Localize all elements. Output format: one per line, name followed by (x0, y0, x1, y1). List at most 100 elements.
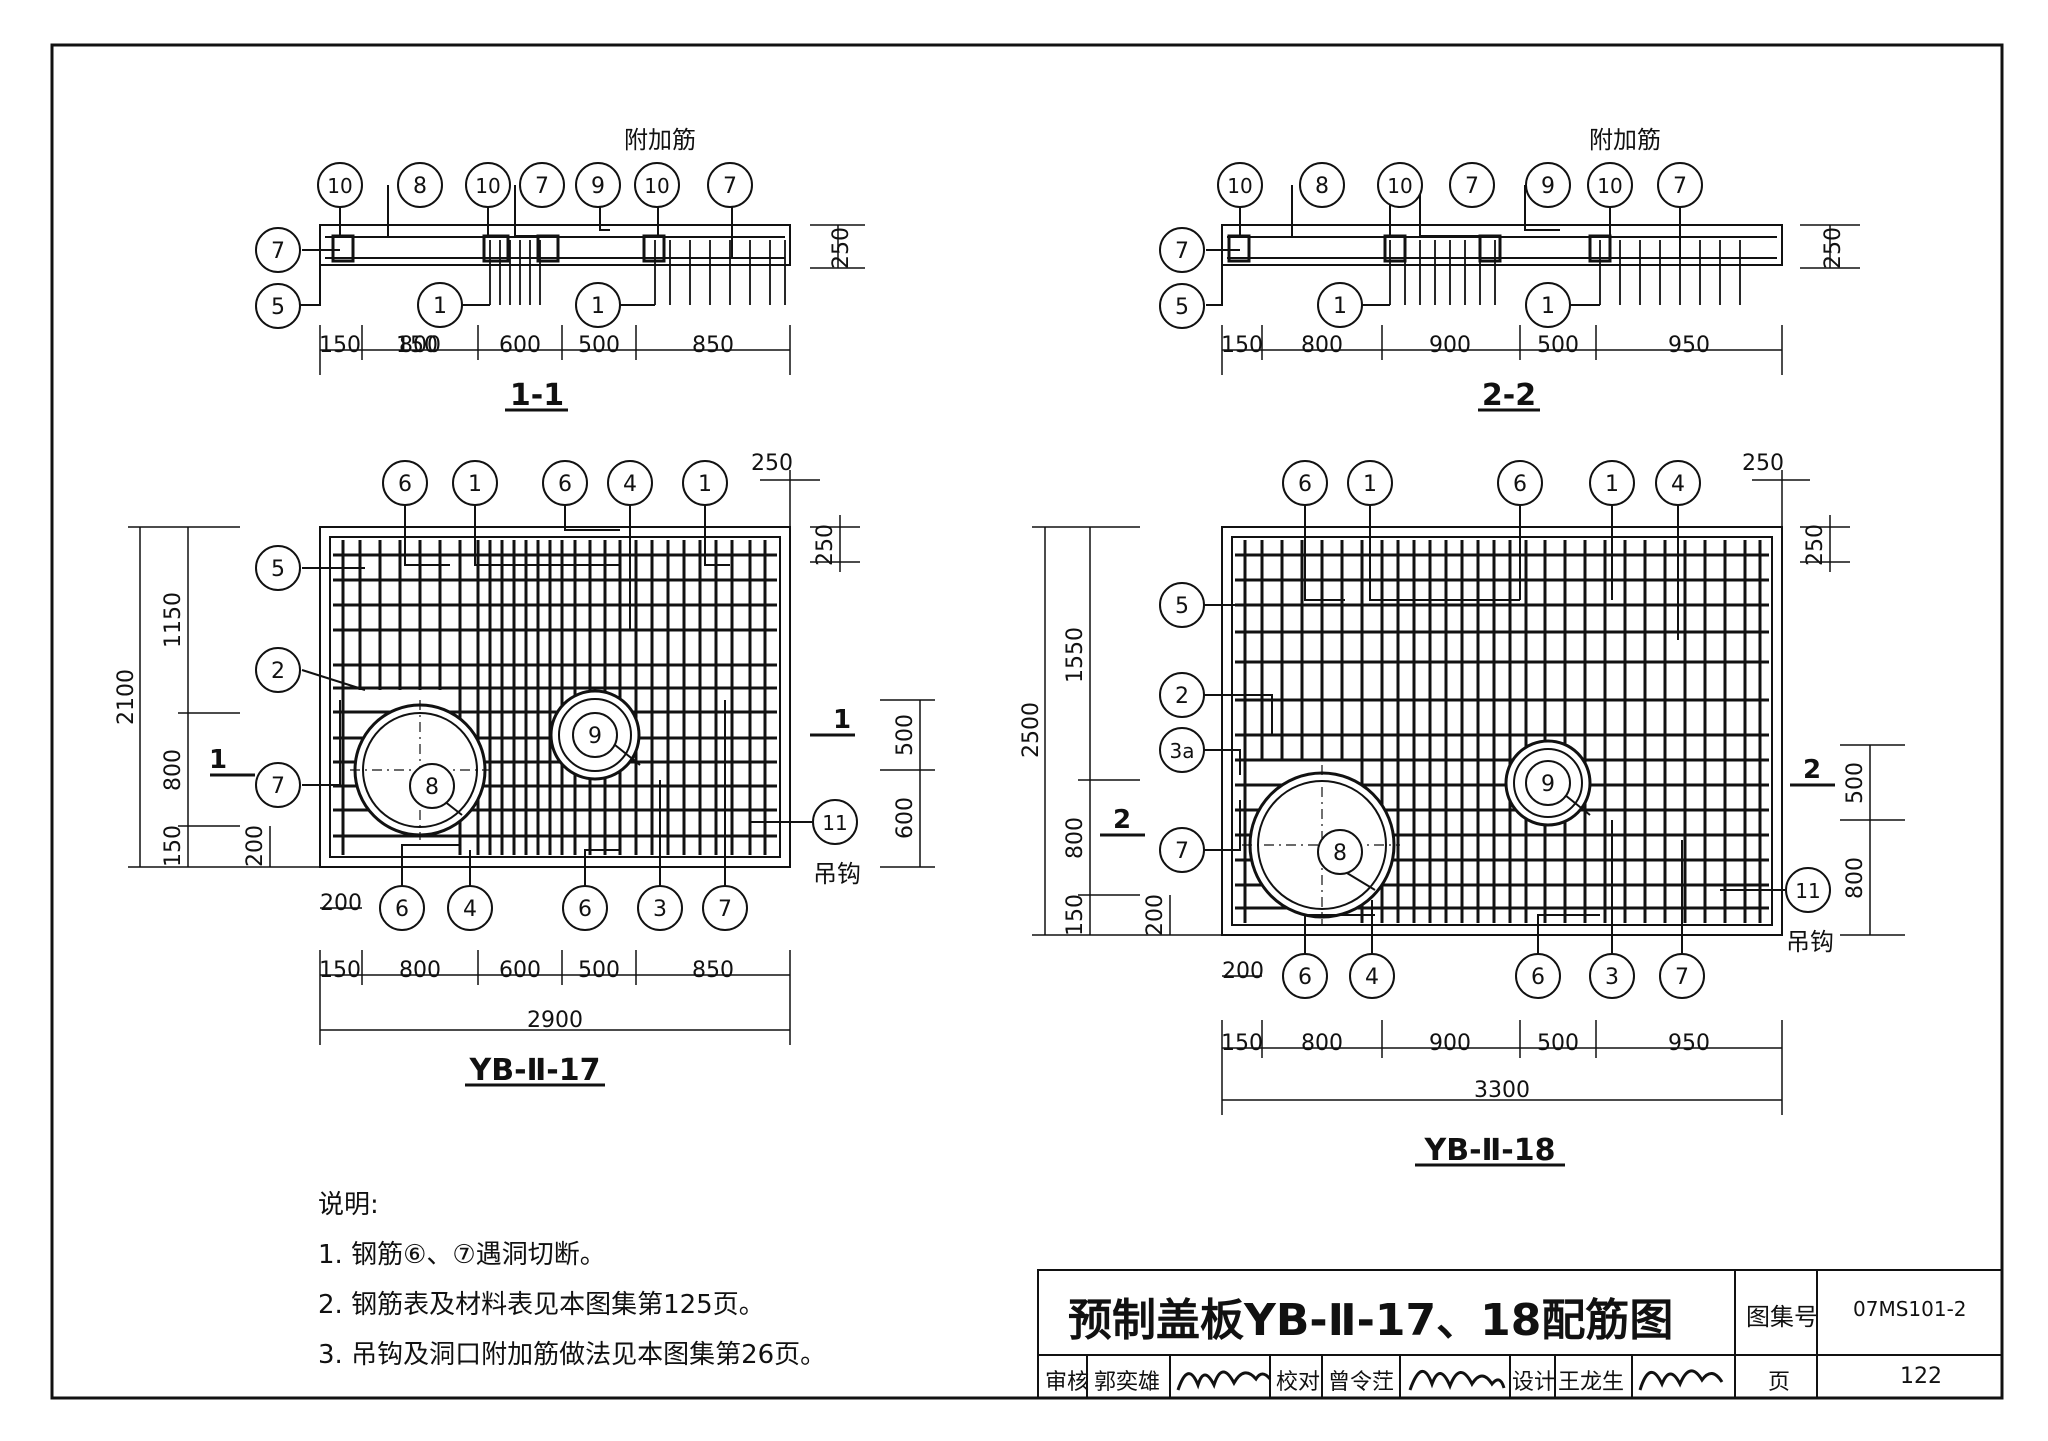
dim-right: 500 (893, 714, 918, 756)
callout-label: 5 (1175, 594, 1189, 619)
callout-circle (1347, 460, 1393, 506)
callout-label: 6 (558, 472, 572, 497)
section-label-2-2: 2-2 (1482, 378, 1536, 413)
callout-label: 10 (327, 174, 352, 198)
callout-label: 7 (271, 774, 285, 799)
dim: 800 (1301, 333, 1343, 358)
plan-label-18: YB-Ⅱ-18 (1423, 1133, 1555, 1168)
signature-reviewer (1176, 1370, 1272, 1391)
callout-label: 5 (271, 557, 285, 582)
callout-label: 1 (698, 472, 712, 497)
drawing-frame (50, 43, 2004, 1400)
callout-circle (1515, 953, 1561, 999)
note-item: 3. 吊钩及洞口附加筋做法见本图集第26页。 (318, 1340, 827, 1370)
callout-circle (1589, 460, 1635, 506)
review-label: 审核 (1045, 1370, 1090, 1395)
callout-label: 4 (1365, 965, 1379, 990)
dim-left: 200 (1143, 894, 1168, 936)
callout-circle (1785, 867, 1831, 913)
dim-left-total: 2100 (114, 669, 139, 725)
callout-label: 5 (271, 295, 285, 320)
callout-label: 4 (623, 472, 637, 497)
callout-label: 2 (1175, 684, 1189, 709)
callout-label: 9 (1541, 174, 1555, 199)
check-label: 校对 (1276, 1370, 1321, 1395)
callout-label: 1 (1605, 472, 1619, 497)
note-item: 1. 钢筋⑥、⑦遇洞切断。 (318, 1240, 606, 1270)
dim-height: 250 (1821, 227, 1846, 269)
callout-circle (409, 763, 455, 809)
callout-label: 6 (398, 472, 412, 497)
dim-left: 150 (1063, 894, 1088, 936)
callout-label: 4 (463, 897, 477, 922)
callout-label: 6 (1531, 965, 1545, 990)
callout-label: 7 (1465, 174, 1479, 199)
notes-heading: 说明: (318, 1190, 379, 1220)
atlas-number: 07MS101-2 (1853, 1297, 1967, 1321)
callout-circle (255, 545, 301, 591)
callout-circle (1299, 162, 1345, 208)
dim-small: 200 (320, 891, 362, 916)
dim: 150 (319, 333, 361, 358)
dim: 800 (399, 333, 441, 358)
dim-height: 250 (829, 227, 854, 269)
callout-label: 7 (1675, 965, 1689, 990)
callout-label: 10 (1227, 174, 1252, 198)
callout-label: 8 (1333, 841, 1347, 866)
callout-circle (1217, 162, 1263, 208)
callout-circle (1159, 283, 1205, 329)
callout-circle (255, 227, 301, 273)
notes: 说明: 1. 钢筋⑥、⑦遇洞切断。 2. 钢筋表及材料表见本图集第125页。 3… (318, 1180, 826, 1380)
signature-checker (1408, 1370, 1506, 1391)
callout-label: 10 (475, 174, 500, 198)
plan-yb-ii-18 (1032, 470, 1905, 1167)
dim: 500 (578, 333, 620, 358)
dim: 150 (319, 958, 361, 983)
callout-circle (707, 162, 753, 208)
callout-circle (812, 799, 858, 845)
callout-circle (1282, 953, 1328, 999)
callout-circle (1587, 162, 1633, 208)
callout-circle (255, 762, 301, 808)
callout-circle (255, 647, 301, 693)
callout-circle (382, 460, 428, 506)
section-mark: 1 (833, 705, 851, 735)
atlas-label: 图集号 (1746, 1303, 1818, 1331)
callout-circle (1497, 460, 1543, 506)
dim-small: 200 (1222, 959, 1264, 984)
dim-150: 150 (396, 333, 438, 358)
callout-label: 8 (413, 174, 427, 199)
dim-left-total: 2500 (1019, 702, 1044, 758)
callout-label: 7 (1175, 839, 1189, 864)
callout-circle (607, 460, 653, 506)
dim-right: 800 (1843, 857, 1868, 899)
callout-label: 4 (1671, 472, 1685, 497)
callout-circle (682, 460, 728, 506)
callout-circle (1655, 460, 1701, 506)
callout-label: 3 (1605, 965, 1619, 990)
dim: 500 (1537, 1031, 1579, 1056)
callout-label: 8 (1315, 174, 1329, 199)
callout-circle (1159, 227, 1205, 273)
dim-right: 250 (1803, 524, 1828, 566)
callout-circle (1449, 162, 1495, 208)
dim-left: 1150 (161, 592, 186, 648)
callout-label: 6 (395, 897, 409, 922)
callout-label: 1 (591, 294, 605, 319)
signature-designer (1638, 1369, 1724, 1391)
callout-circle (542, 460, 588, 506)
callout-circle (1282, 460, 1328, 506)
dim: 500 (1537, 333, 1579, 358)
callout-circle (1589, 953, 1635, 999)
callout-circle (1159, 827, 1205, 873)
callout-label: 10 (644, 174, 669, 198)
section-1-1 (300, 185, 865, 412)
dim: 500 (578, 958, 620, 983)
callout-circle (1159, 727, 1205, 773)
reviewer-name: 郭奕雄 (1094, 1370, 1161, 1395)
extra-rebar-label-2: 附加筋 (1589, 126, 1661, 154)
callout-circle (1657, 162, 1703, 208)
dim: 950 (1668, 333, 1710, 358)
page-number: 122 (1900, 1364, 1942, 1389)
